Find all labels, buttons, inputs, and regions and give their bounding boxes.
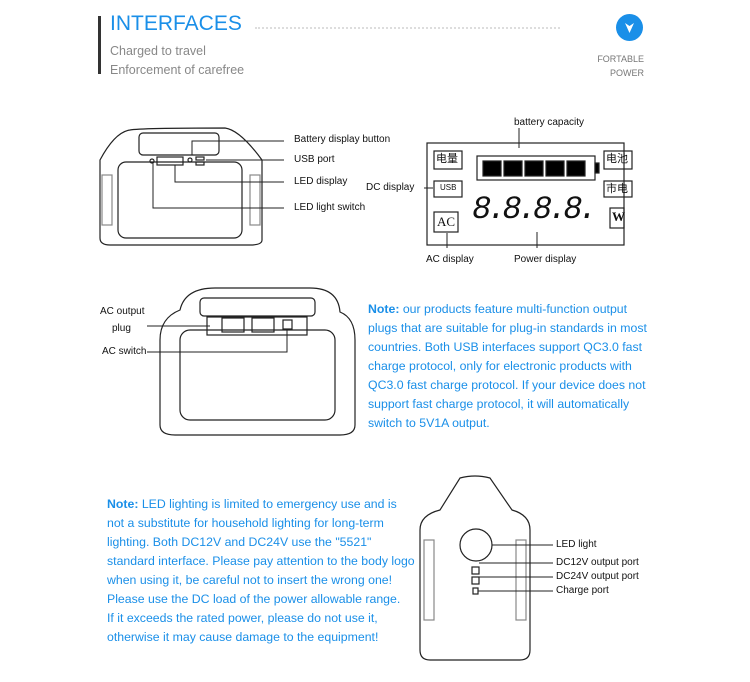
label-ac-output-plug: plug	[112, 323, 131, 334]
label-led-light-switch: LED light switch	[294, 202, 366, 213]
label-ac-display: AC display	[426, 254, 474, 265]
lcd-tag-ac: AC	[437, 214, 456, 229]
lcd-tag-usb: USB	[440, 183, 457, 192]
label-power-display: Power display	[514, 254, 577, 265]
label-dc-display: DC display	[366, 182, 415, 193]
chevron-down-icon[interactable]	[616, 14, 643, 41]
device-side-diagram	[419, 475, 553, 661]
note-label: Note:	[107, 497, 139, 511]
lcd-diagram	[424, 128, 633, 248]
lcd-tag-watt: W	[612, 209, 625, 224]
subtitle: Enforcement of carefree	[110, 63, 245, 77]
note-led-lighting: Note: LED lighting is limited to emergen…	[107, 497, 415, 644]
label-usb-port: USB port	[294, 154, 335, 165]
label-led-display: LED display	[294, 176, 348, 187]
lcd-digits: 8.8.8.8.	[472, 191, 598, 228]
label-ac-output: AC output	[100, 306, 145, 317]
lcd-tag-mains: 市电	[606, 183, 628, 195]
lcd-tag-battery: 电池	[606, 153, 628, 165]
lcd-tag-power: 电量	[436, 153, 458, 165]
brand-text: POWER	[609, 68, 644, 78]
label-dc12v-port: DC12V output port	[556, 557, 639, 568]
note-output-plugs: Note: our products feature multi-functio…	[368, 302, 647, 430]
note-label: Note:	[368, 302, 400, 316]
label-battery-capacity: battery capacity	[514, 117, 585, 128]
brand-text: FORTABLE	[597, 54, 644, 64]
dotted-divider	[255, 27, 560, 29]
title-accent-bar	[98, 16, 101, 74]
device-front-diagram	[99, 127, 284, 246]
subtitle: Charged to travel	[110, 44, 206, 58]
label-led-light: LED light	[556, 539, 597, 550]
label-charge-port: Charge port	[556, 585, 609, 596]
label-dc24v-port: DC24V output port	[556, 571, 639, 582]
device-back-diagram	[147, 287, 356, 436]
label-ac-switch: AC switch	[102, 346, 147, 357]
page-title: INTERFACES	[110, 12, 242, 35]
label-battery-display-button: Battery display button	[294, 134, 391, 145]
